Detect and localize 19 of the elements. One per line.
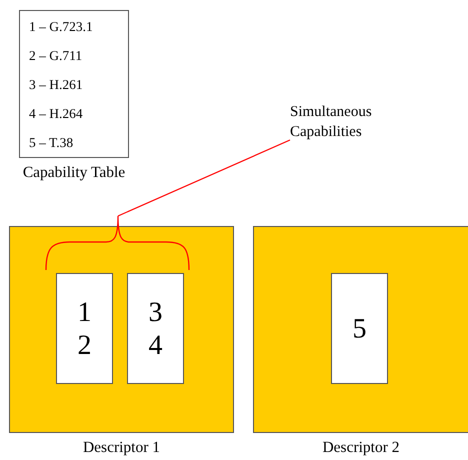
table-entry: 2 – G.711 xyxy=(29,48,82,64)
capability-numbers: 5 xyxy=(352,312,368,345)
descriptor-box xyxy=(9,226,234,433)
capability-set-box xyxy=(56,273,113,384)
capability-table xyxy=(19,10,129,158)
capability-numbers: 1 2 xyxy=(76,296,92,362)
table-entry: 4 – H.264 xyxy=(29,106,83,122)
capability-set-box xyxy=(127,273,184,384)
descriptor-box xyxy=(253,226,468,433)
callout-text: Simultaneous Capabilities xyxy=(290,103,373,142)
node-label: Capability Table xyxy=(22,164,126,182)
capability-numbers: 3 4 xyxy=(148,296,164,362)
table-entry: 5 – T.38 xyxy=(29,135,74,151)
capability-set-box xyxy=(331,273,388,384)
node-label: Descriptor 2 xyxy=(321,439,401,457)
table-entry: 1 – G.723.1 xyxy=(29,19,93,35)
table-entry: 3 – H.261 xyxy=(29,77,83,93)
node-label: Descriptor 1 xyxy=(82,439,162,457)
leader-line xyxy=(118,140,290,216)
